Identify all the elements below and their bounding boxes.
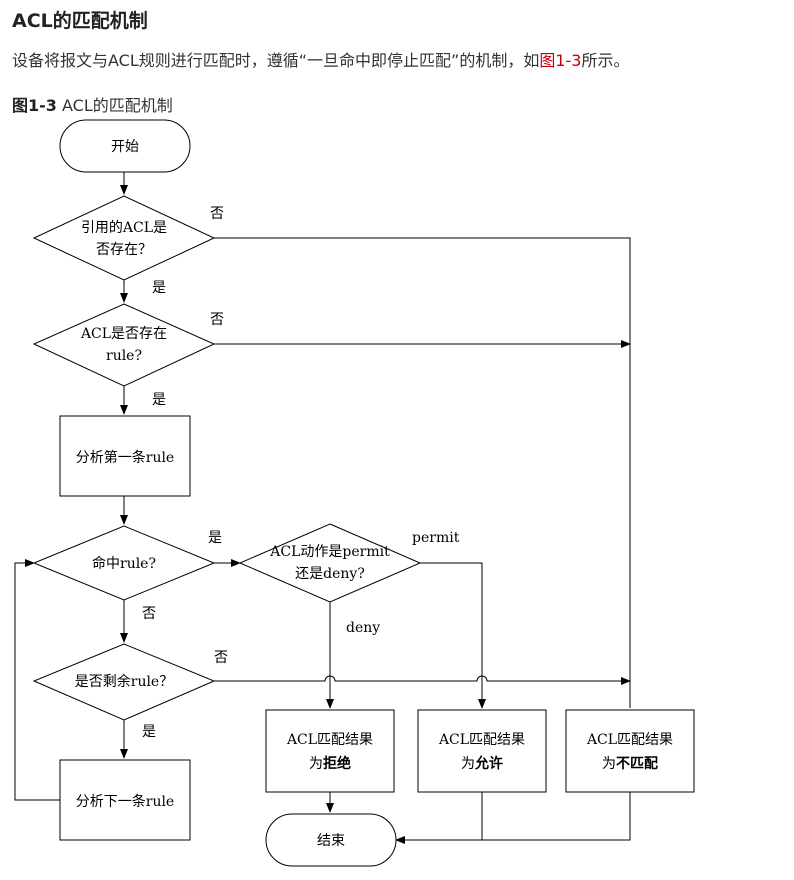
label-no-4: 否 [214, 650, 228, 666]
decision-action: ACL动作是permit 还是deny? [238, 523, 422, 603]
figure-link[interactable]: 图1-3 [539, 51, 582, 70]
figure-caption-text: ACL的匹配机制 [56, 96, 173, 115]
process-next-rule-label: 分析下一条rule [76, 793, 174, 810]
result-no-match-prefix: 为 [602, 756, 616, 772]
figure-number: 图1-3 [12, 96, 57, 115]
process-first-rule-label: 分析第一条rule [76, 449, 174, 466]
process-first-rule: 分析第一条rule [59, 415, 191, 497]
decision-acl-exists: 引用的ACL是 否存在？ [32, 195, 216, 281]
decision-action-line1: ACL动作是permit [269, 544, 390, 560]
edge-d5-no [214, 675, 631, 685]
label-yes-4: 是 [142, 724, 156, 740]
intro-text-end: 所示。 [581, 51, 630, 70]
edge-d1-no [214, 237, 631, 708]
decision-rule-exists: ACL是否存在 rule? [32, 303, 216, 387]
section-title: ACL的匹配机制 [12, 10, 148, 32]
decision-rule-exists-line1: ACL是否存在 [80, 326, 167, 342]
result-permit-line2: 为允许 [461, 755, 503, 772]
decision-rule-exists-line2: rule? [106, 348, 142, 364]
result-permit-bold: 允许 [474, 755, 503, 772]
label-yes-2: 是 [152, 392, 166, 408]
result-permit-line1: ACL匹配结果 [438, 732, 525, 748]
edge-loop-back [14, 559, 60, 801]
result-no-match: ACL匹配结果 为不匹配 [565, 709, 695, 793]
start-label: 开始 [111, 139, 139, 155]
result-no-match-bold: 不匹配 [616, 756, 658, 772]
decision-remaining-rule: 是否剩余rule？ [32, 643, 216, 721]
result-no-match-line2: 为不匹配 [602, 756, 658, 772]
end-node: 结束 [265, 813, 397, 867]
figure-caption: 图1-3 ACL的匹配机制 [12, 92, 173, 116]
result-deny-line1: ACL匹配结果 [286, 732, 373, 748]
result-no-match-line1: ACL匹配结果 [586, 732, 673, 748]
result-deny-line2: 为拒绝 [309, 755, 351, 772]
result-permit-prefix: 为 [461, 756, 475, 772]
decision-action-line2: 还是deny? [295, 566, 365, 582]
process-next-rule: 分析下一条rule [59, 759, 191, 841]
decision-acl-exists-line1: 引用的ACL是 [81, 220, 167, 236]
result-deny: ACL匹配结果 为拒绝 [265, 709, 395, 793]
decision-acl-exists-line2: 否存在？ [96, 242, 152, 258]
decision-hit-rule: 命中rule? [32, 525, 216, 601]
decision-hit-rule-label: 命中rule? [92, 555, 156, 572]
label-no-2: 否 [210, 312, 224, 328]
edge-d4-permit [420, 562, 486, 709]
decision-remaining-rule-label: 是否剩余rule？ [75, 673, 173, 690]
result-deny-prefix: 为 [309, 756, 323, 772]
label-deny: deny [346, 620, 380, 636]
intro-paragraph: 设备将报文与ACL规则进行匹配时，遵循“一旦命中即停止匹配”的机制，如图1-3所… [12, 50, 630, 72]
label-no-3: 否 [142, 606, 156, 622]
connectors [14, 172, 631, 844]
edge-labels: 否 是 否 是 是 否 否 是 permit deny [142, 206, 460, 740]
end-label: 结束 [317, 833, 345, 849]
label-permit: permit [412, 530, 460, 546]
label-no-1: 否 [210, 206, 224, 222]
edge-nomatch-to-end [395, 792, 631, 844]
intro-text: 设备将报文与ACL规则进行匹配时，遵循“一旦命中即停止匹配”的机制，如 [12, 51, 540, 70]
start-node: 开始 [59, 119, 191, 173]
label-yes-3: 是 [208, 530, 222, 546]
result-permit: ACL匹配结果 为允许 [417, 709, 547, 793]
label-yes-1: 是 [152, 280, 166, 296]
result-deny-bold: 拒绝 [323, 755, 351, 772]
